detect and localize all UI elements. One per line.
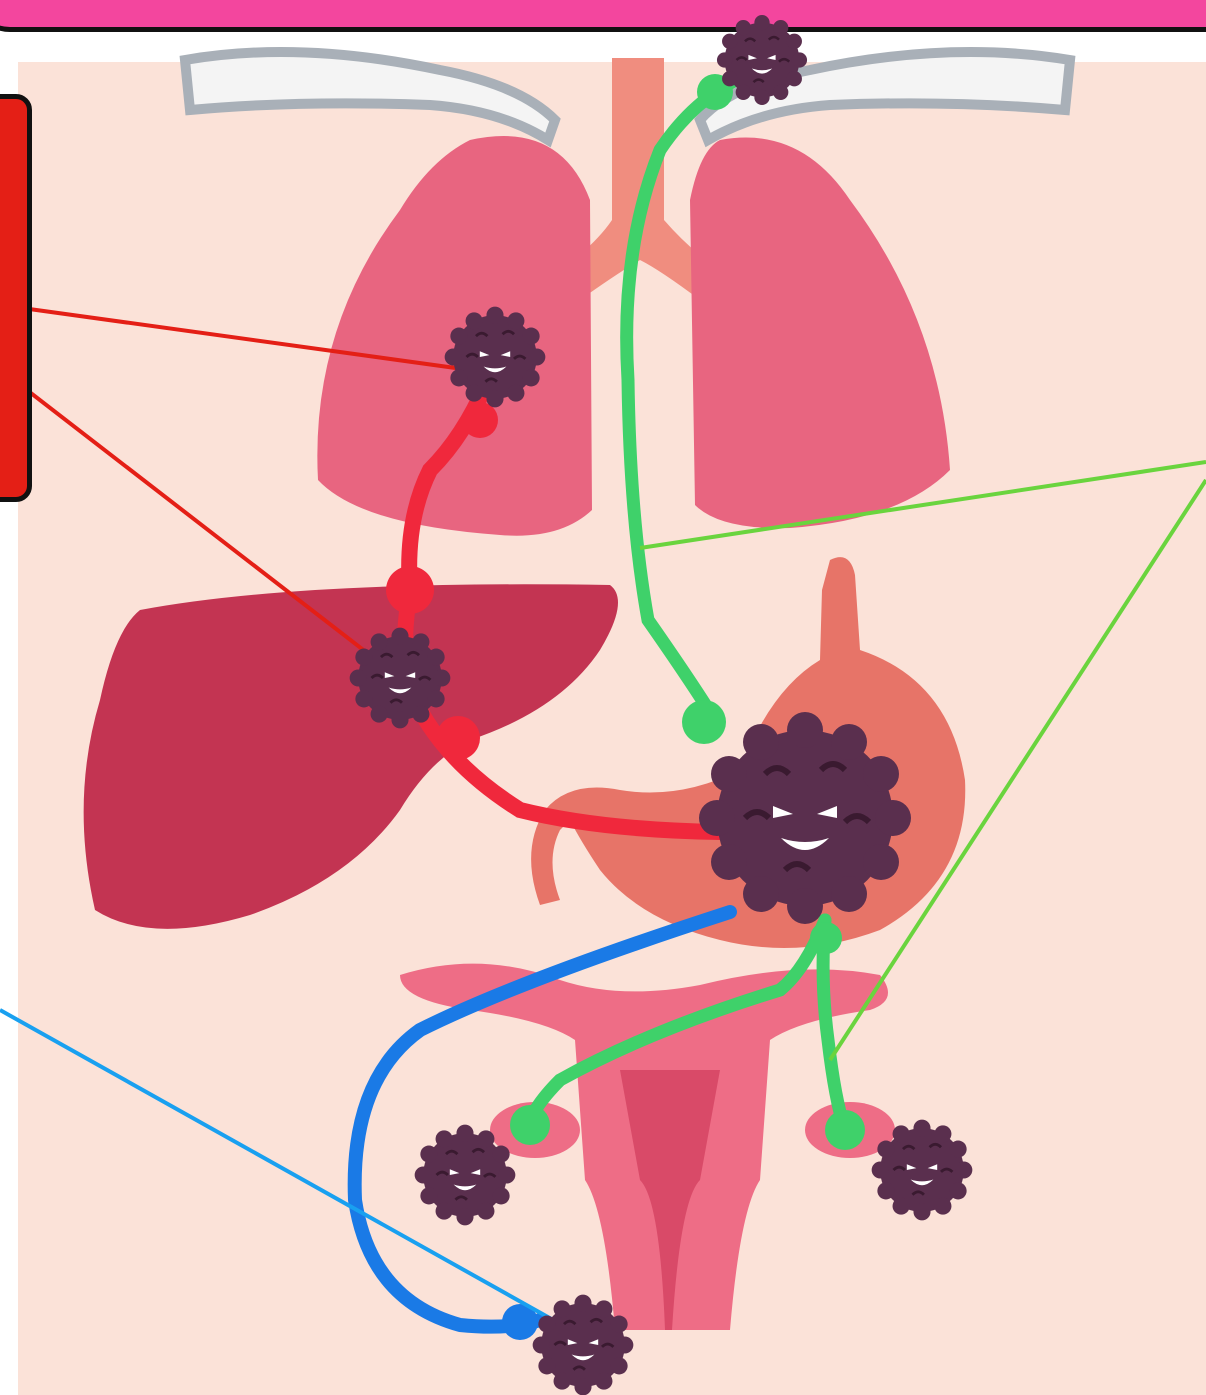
left-callout-box [0,94,32,502]
